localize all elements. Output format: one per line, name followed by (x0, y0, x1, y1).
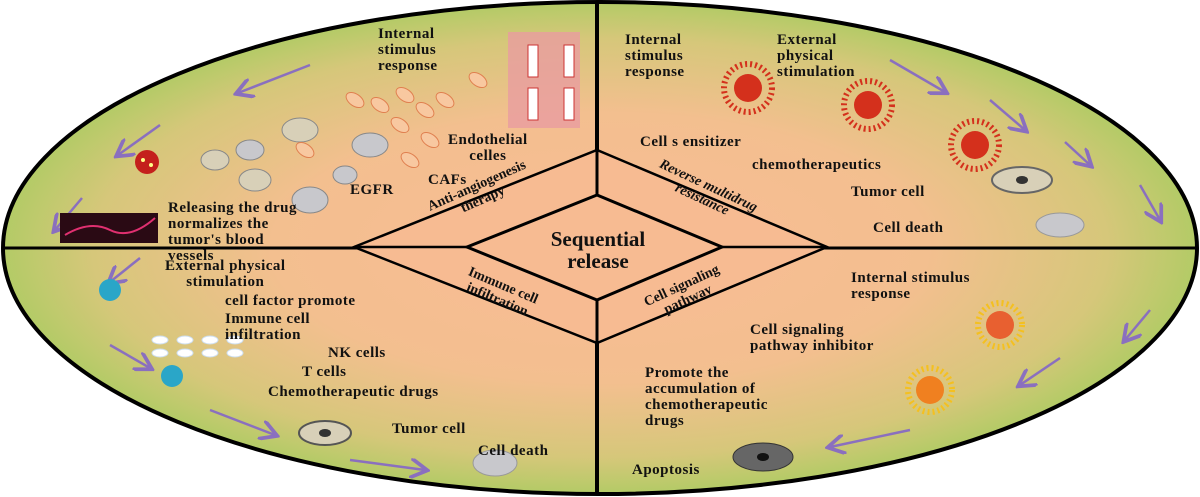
flow-arrows (55, 58, 1160, 470)
label: CAFs (428, 172, 467, 188)
arrow-icon (349, 460, 425, 470)
label: T cells (302, 364, 347, 380)
arrow-icon (1138, 184, 1160, 220)
label: Internal stimulus response (625, 32, 685, 80)
signaling-particles-icon (905, 300, 1025, 415)
center-title: Sequential release (550, 227, 646, 273)
label: Promote the accumulation of chemotherape… (645, 365, 768, 429)
caf-cells-icon (295, 71, 488, 169)
label: Immune cell infiltration (225, 311, 311, 343)
arrow-icon (830, 428, 911, 447)
label: Tumor cell (392, 421, 466, 437)
immune-cells-icon (151, 335, 244, 358)
label: chemotherapeutics (752, 157, 882, 173)
arrow-icon (889, 58, 945, 92)
dead-cell-icon (1035, 212, 1085, 238)
label: External physical stimulation (777, 32, 856, 80)
label: Apoptosis (632, 462, 700, 478)
blood-vessel-image (60, 213, 158, 243)
arrow-icon (209, 408, 275, 435)
label: Internal stimulus response (378, 26, 438, 74)
sensitizer-particles-icon (721, 61, 1002, 172)
label: External physical stimulation (165, 258, 286, 290)
immune-particle-icon (99, 279, 121, 301)
label: Releasing the drug normalizes the tumor'… (168, 200, 297, 264)
arrow-icon (989, 99, 1025, 130)
label: Cell s ensitizer (640, 134, 742, 150)
label: cell factor promote (225, 293, 356, 309)
arrow-icon (1125, 309, 1151, 340)
arrow-icon (109, 343, 150, 368)
label: Tumor cell (851, 184, 925, 200)
dead-cell-icon (472, 449, 518, 477)
arrow-icon (238, 63, 311, 93)
arrow-icon (1020, 356, 1061, 385)
cells-cluster-icon (200, 117, 389, 214)
nanoparticle-icon (135, 150, 159, 174)
arrow-icon (110, 257, 141, 282)
label: Endothelial celles (448, 132, 528, 164)
blood-vessel-box-icon (508, 32, 580, 128)
label: Cell death (873, 220, 944, 236)
label: Cell signaling pathway inhibitor (750, 322, 874, 354)
label: Cell death (478, 443, 549, 459)
label: Chemotherapeutic drugs (268, 384, 439, 400)
label: Internal stimulus response (851, 270, 970, 302)
immune-particle-icon (161, 365, 183, 387)
label: EGFR (350, 182, 394, 198)
arrow-icon (1064, 141, 1090, 165)
label: NK cells (328, 345, 386, 361)
arrow-icon (118, 123, 161, 155)
